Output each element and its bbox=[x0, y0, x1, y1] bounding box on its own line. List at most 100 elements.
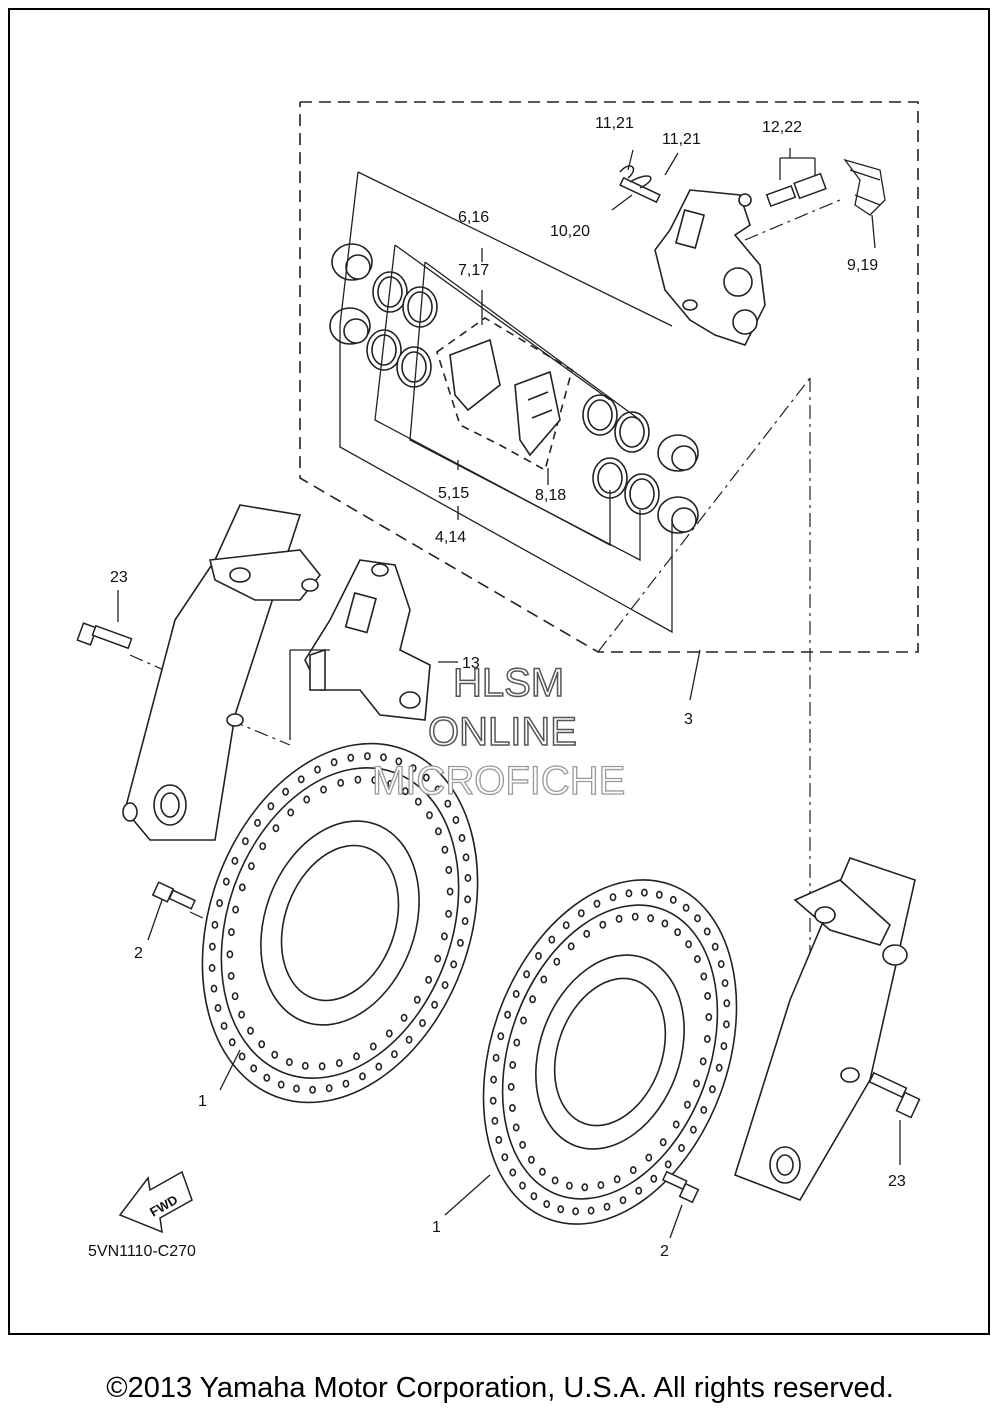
rotor-drill-hole bbox=[685, 940, 692, 949]
rotor-drill-hole bbox=[259, 842, 267, 851]
rotor-drill-hole bbox=[577, 909, 585, 918]
rotor-drill-hole bbox=[603, 1202, 611, 1211]
rotor-drill-hole bbox=[551, 1176, 559, 1185]
callout-3: 3 bbox=[684, 711, 693, 728]
rotor-drill-hole bbox=[216, 899, 223, 908]
pad-spring bbox=[843, 158, 886, 216]
callout-8-18: 8,18 bbox=[535, 487, 566, 504]
rotor-drill-hole bbox=[540, 975, 548, 984]
rotor-drill-hole bbox=[593, 899, 601, 908]
diagram-code: 5VN1110-C270 bbox=[88, 1243, 196, 1260]
rotor-drill-hole bbox=[272, 824, 280, 833]
upper-caliper-body bbox=[654, 189, 766, 346]
rotor-drill-hole bbox=[314, 765, 321, 774]
rotor-drill-hole bbox=[271, 1050, 279, 1059]
caliper-assembly-boundary bbox=[299, 101, 919, 653]
rotor-drill-hole bbox=[445, 909, 452, 918]
rotor-drill-hole bbox=[562, 921, 570, 930]
callout-11-21-b: 11,21 bbox=[662, 131, 701, 148]
rotor-drill-hole bbox=[513, 1038, 521, 1047]
rotor-drill-hole bbox=[572, 1207, 579, 1216]
callout-6-16: 6,16 bbox=[458, 209, 489, 226]
callout-23-left: 23 bbox=[110, 569, 128, 586]
rotor-drill-hole bbox=[228, 1038, 236, 1047]
rotor-drill-hole bbox=[629, 1166, 637, 1175]
right-fork-leg bbox=[734, 857, 916, 1201]
rotor-drill-hole bbox=[227, 928, 235, 937]
rotor-drill-hole bbox=[287, 808, 295, 817]
rotor-drill-hole bbox=[504, 1010, 511, 1019]
rotor-drill-hole bbox=[509, 1168, 517, 1177]
rotor-drill-hole bbox=[263, 1073, 271, 1082]
rotor-drill-hole bbox=[238, 883, 246, 892]
rotor-drill-hole bbox=[375, 1062, 383, 1071]
rotor-drill-hole bbox=[566, 1181, 573, 1190]
rotor-drill-hole bbox=[434, 827, 442, 836]
rotor-drill-hole bbox=[700, 972, 708, 981]
rotor-drill-hole bbox=[491, 1116, 499, 1125]
watermark-line1: HLSM bbox=[453, 661, 564, 705]
callout-10-20: 10,20 bbox=[550, 223, 590, 240]
rotor-drill-hole bbox=[512, 1123, 520, 1132]
rotor-drill-hole bbox=[422, 773, 430, 782]
rotor-drill-hole bbox=[441, 981, 449, 990]
rotor-drill-hole bbox=[211, 920, 219, 929]
rotor-drill-hole bbox=[557, 1205, 565, 1214]
rotor-drill-hole bbox=[353, 1052, 360, 1061]
rotor-drill-hole bbox=[400, 1013, 408, 1022]
rotor-drill-hole bbox=[709, 1085, 716, 1094]
rotor-drill-hole bbox=[446, 887, 454, 896]
callout-1-right: 1 bbox=[432, 1219, 441, 1236]
rotor-drill-hole bbox=[210, 984, 218, 993]
rotor-drill-hole bbox=[464, 895, 471, 904]
rotor-drill-hole bbox=[523, 970, 530, 979]
pistons-and-seals-left bbox=[329, 243, 438, 388]
rotor-drill-hole bbox=[501, 1153, 509, 1162]
left-fork-leg bbox=[122, 504, 322, 841]
watermark: HLSM ONLINE MICROFICHE bbox=[371, 660, 626, 803]
rotor-drill-hole bbox=[409, 764, 417, 773]
rotor-drill-hole bbox=[717, 960, 725, 969]
rotor-drill-hole bbox=[587, 1206, 595, 1215]
rotor-drill-hole bbox=[693, 1079, 700, 1088]
watermark-line2: ONLINE bbox=[428, 710, 577, 754]
rotor-drill-hole bbox=[703, 1035, 711, 1044]
callout-labels: 11,21 11,21 12,22 6,16 7,17 10,20 9,19 5… bbox=[88, 115, 906, 1260]
rotor-drill-hole bbox=[267, 802, 275, 811]
rotor-drill-hole bbox=[445, 865, 453, 874]
rotor-drill-hole bbox=[441, 845, 449, 854]
fork-bolt-right bbox=[868, 1071, 921, 1119]
fork-bolt-left bbox=[76, 622, 133, 650]
rotor-drill-hole bbox=[512, 989, 520, 998]
watermark-line3: MICROFICHE bbox=[372, 759, 625, 803]
rotor-drill-hole bbox=[641, 888, 648, 897]
rotor-drill-hole bbox=[609, 893, 617, 902]
rotor-drill-hole bbox=[507, 1082, 515, 1091]
rotor-drill-hole bbox=[369, 1042, 377, 1051]
rotor-bolt-left bbox=[151, 881, 196, 910]
rotor-drill-hole bbox=[337, 778, 345, 787]
rotor-drill-hole bbox=[431, 1000, 438, 1009]
rotor-drill-hole bbox=[489, 1096, 497, 1105]
rotor-drill-hole bbox=[543, 1200, 551, 1209]
rotor-drill-hole bbox=[354, 775, 362, 784]
rotor-drill-hole bbox=[227, 971, 235, 980]
rotor-drill-hole bbox=[684, 1100, 691, 1109]
rotor-drill-hole bbox=[220, 1021, 228, 1030]
rotor-drill-hole bbox=[371, 776, 379, 785]
rotor-drill-hole bbox=[434, 954, 442, 963]
rotor-drill-hole bbox=[613, 1175, 621, 1184]
rotor-drill-hole bbox=[231, 856, 239, 865]
rotor-drill-hole bbox=[520, 1016, 527, 1025]
rotor-drill-hole bbox=[238, 1052, 246, 1061]
rotor-drill-hole bbox=[678, 1144, 685, 1153]
rotor-drill-hole bbox=[325, 1084, 333, 1093]
rotor-drill-hole bbox=[492, 1053, 500, 1062]
rotor-drill-hole bbox=[723, 999, 731, 1008]
rotor-drill-hole bbox=[303, 795, 311, 804]
rotor-drill-hole bbox=[495, 1135, 503, 1144]
rotor-drill-hole bbox=[419, 1019, 426, 1028]
rotor-drill-hole bbox=[401, 787, 409, 796]
left-brake-rotor bbox=[201, 742, 479, 1104]
rotor-drill-hole bbox=[535, 951, 542, 960]
